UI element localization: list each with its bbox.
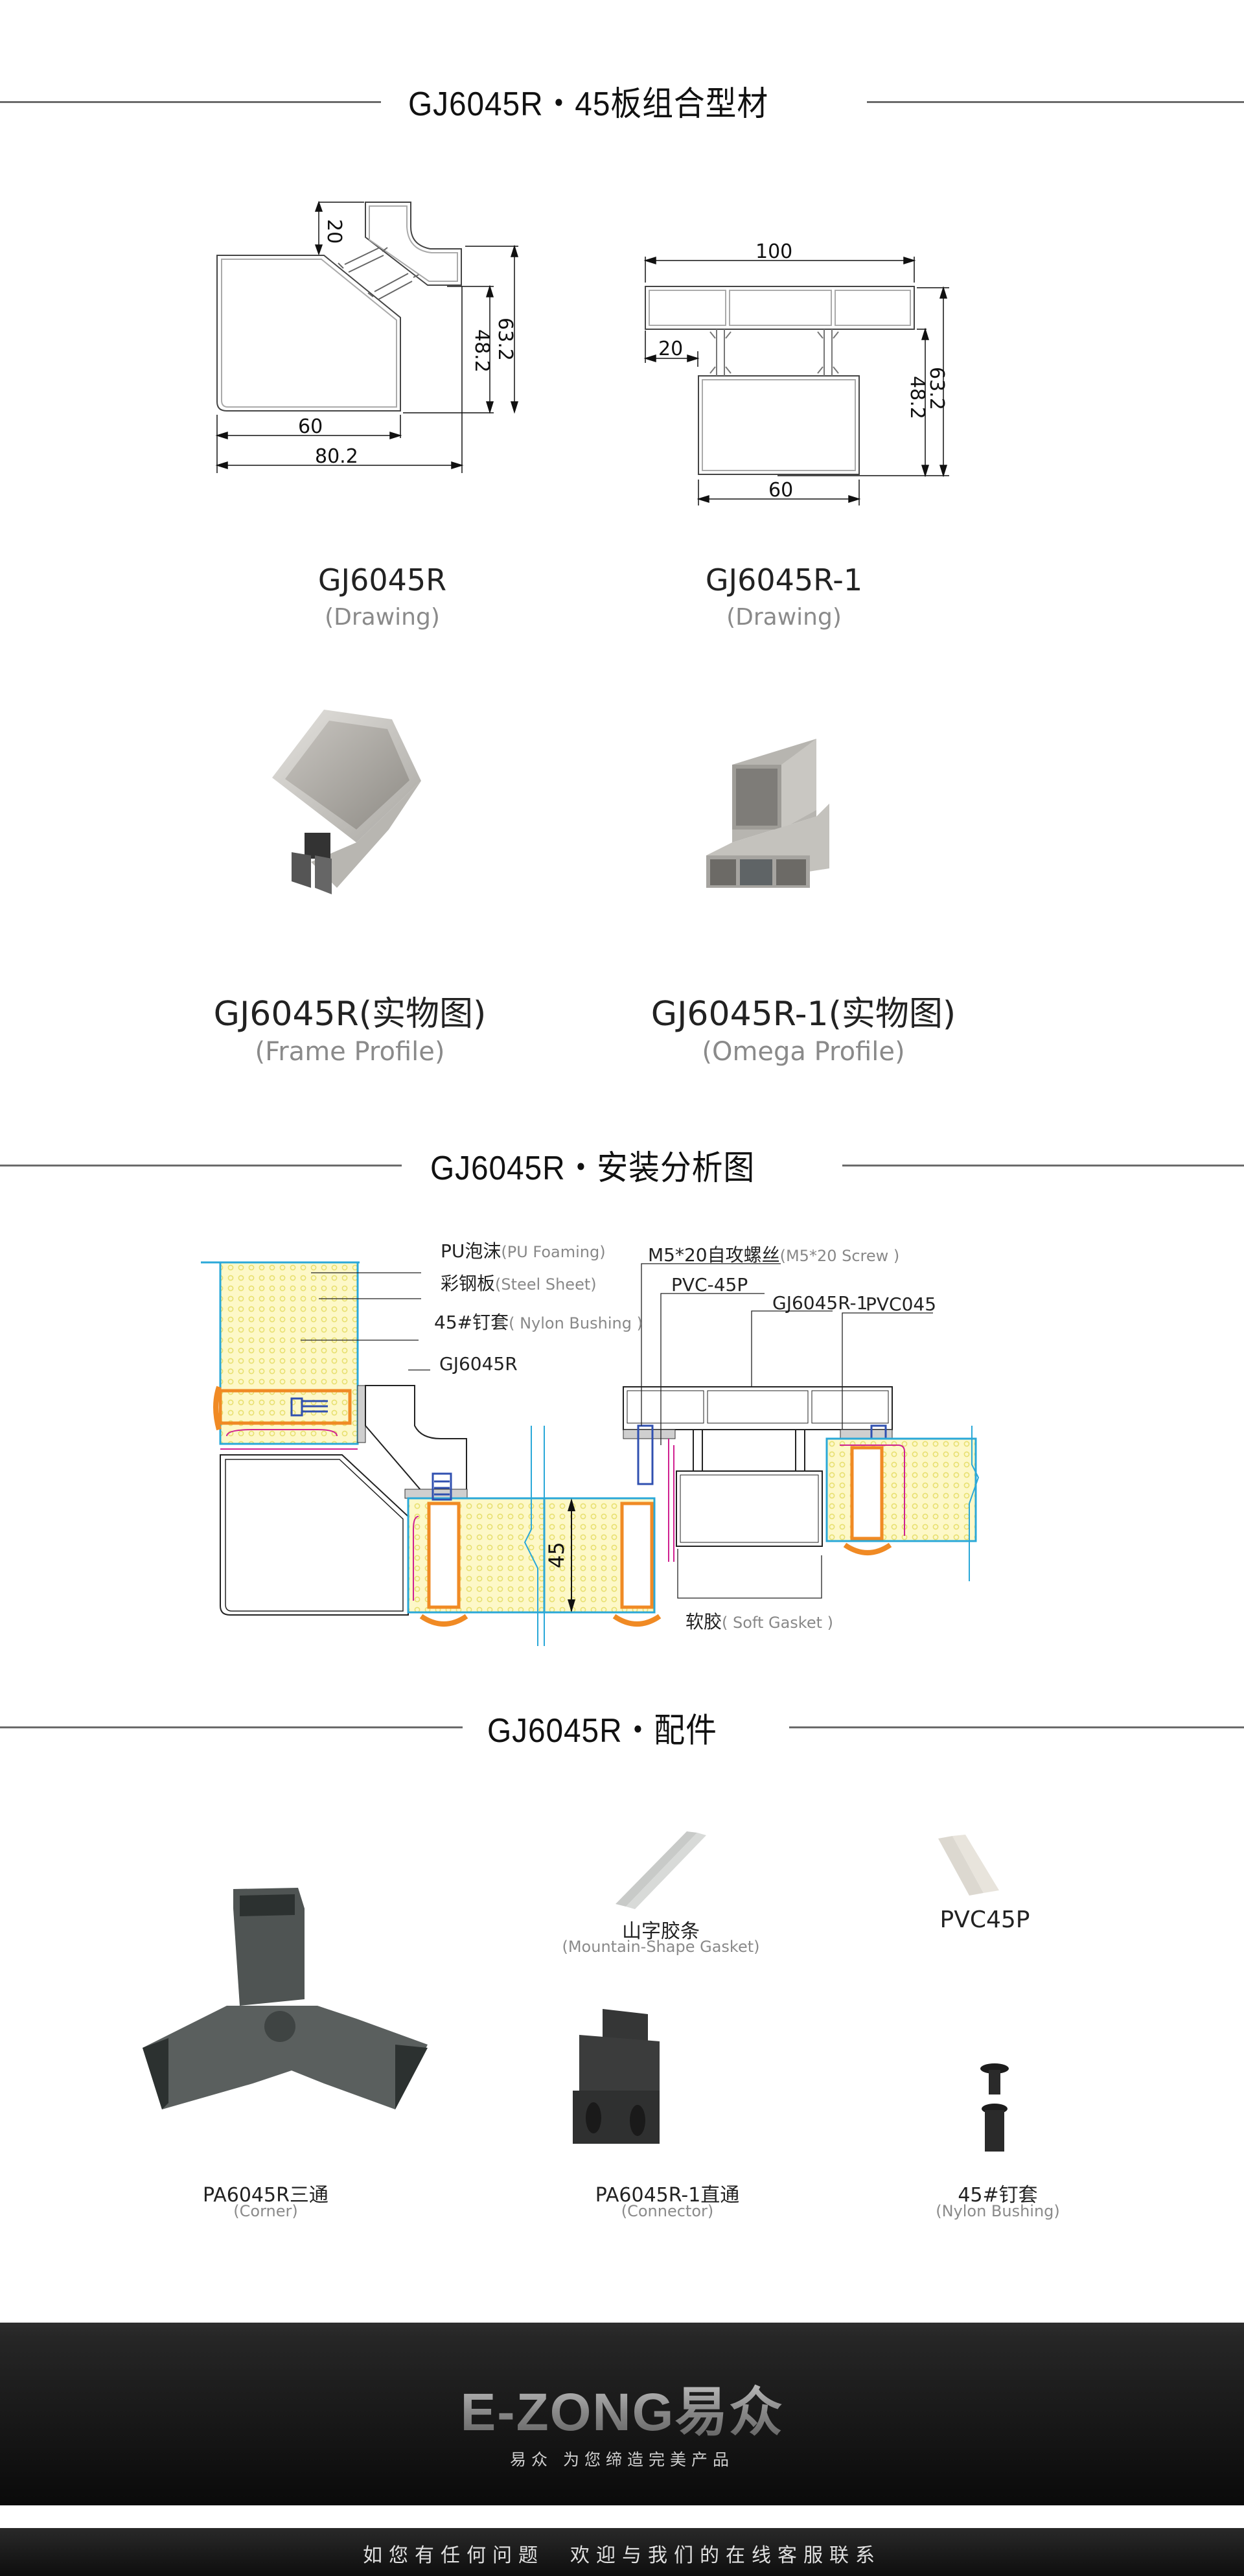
photo-frame-profile [272,710,421,894]
brand-slogan: 易众 为您缔造完美产品 [510,2450,734,2469]
label-soft-gasket: 软胶( Soft Gasket ) [685,1611,833,1632]
photo-corner-connector [143,1888,428,2109]
accessory-nylon-bushing-title: 45#钉套 [958,2184,1038,2207]
dim-left-offset: 20 [658,338,683,360]
photo-mountain-gasket [616,1831,706,1909]
section-divider-right [789,1726,1244,1728]
accessory-pvc45p-title: PVC45P [939,1907,1030,1933]
photo-straight-connector [573,2009,660,2144]
photo-frame-profile-title: GJ6045R(实物图) [213,995,487,1034]
label-screw: M5*20自攻螺丝(M5*20 Screw ) [648,1244,899,1266]
photo-nylon-bushing [980,2063,1009,2152]
accessory-nylon-bushing-subtitle: (Nylon Bushing) [936,2202,1060,2220]
drawing-gj6045r-title: GJ6045R [317,563,447,598]
photo-omega-profile [706,739,829,888]
label-steel-sheet: 彩钢板(Steel Sheet) [441,1273,597,1294]
accessory-mountain-gasket-subtitle: (Mountain-Shape Gasket) [562,1938,760,1956]
label-frame-profile: GJ6045R [439,1353,518,1375]
section-divider-left [0,101,381,103]
contact-prompt: 如您有任何问题 欢迎与我们的在线客服联系 [363,2544,881,2567]
panel-thickness-label: 45 [544,1542,569,1568]
label-pvc45p: PVC-45P [671,1274,748,1295]
footer-brand-banner [0,2323,1244,2505]
photo-omega-profile-title: GJ6045R-1(实物图) [651,995,956,1034]
dim-total-width: 100 [755,240,792,263]
drawing-gj6045r-subtitle: (Drawing) [325,604,440,631]
installation-diagram: 45 PU泡沫( [201,1240,980,1646]
dim-inner-width: 60 [768,479,793,502]
photo-omega-profile-subtitle: (Omega Profile) [702,1037,905,1067]
dim-total-height: 63.2 [925,367,948,410]
drawing-gj6045r: 20 48.2 63.2 60 80.2 [215,200,519,473]
dim-total-height: 63.2 [494,318,516,361]
accessory-straight-connector-subtitle: (Connector) [621,2202,714,2220]
dim-inner-height: 48.2 [906,376,928,419]
label-pu-foam: PU泡沫(PU Foaming) [441,1240,606,1262]
footer-contact-bar [0,2528,1244,2576]
section-title-accessories: GJ6045R・配件 [487,1712,717,1750]
photo-pvc45p [938,1835,999,1896]
section-divider-left [0,1726,463,1728]
section-divider-left [0,1165,402,1166]
accessory-corner-title: PA6045R三通 [203,2184,328,2207]
photo-frame-profile-subtitle: (Frame Profile) [255,1037,445,1067]
accessory-corner-subtitle: (Corner) [233,2202,298,2220]
drawing-gj6045r-1-subtitle: (Drawing) [726,604,842,631]
brand-logo: E-ZONG易众 [0,2369,1244,2446]
dim-total-width: 80.2 [315,445,358,468]
dim-inner-height: 48.2 [470,329,493,373]
accessory-mountain-gasket-title: 山字胶条 [622,1920,700,1943]
dim-inner-width: 60 [298,415,323,438]
section-divider-right [842,1165,1244,1166]
section-title-installation: GJ6045R・安装分析图 [430,1150,755,1187]
drawing-gj6045r-1-title: GJ6045R-1 [705,563,863,598]
drawing-gj6045r-1: 100 20 60 48.2 63.2 [643,240,949,505]
dim-top-offset: 20 [323,219,345,244]
label-omega-profile: GJ6045R-1 [772,1292,868,1314]
accessory-straight-connector-title: PA6045R-1直通 [595,2184,740,2207]
label-nylon-bushing: 45#钉套( Nylon Bushing ) [434,1312,643,1333]
section-title-profiles: GJ6045R・45板组合型材 [408,86,769,123]
label-pvc045: PVC045 [866,1294,936,1315]
section-divider-right [867,101,1244,103]
